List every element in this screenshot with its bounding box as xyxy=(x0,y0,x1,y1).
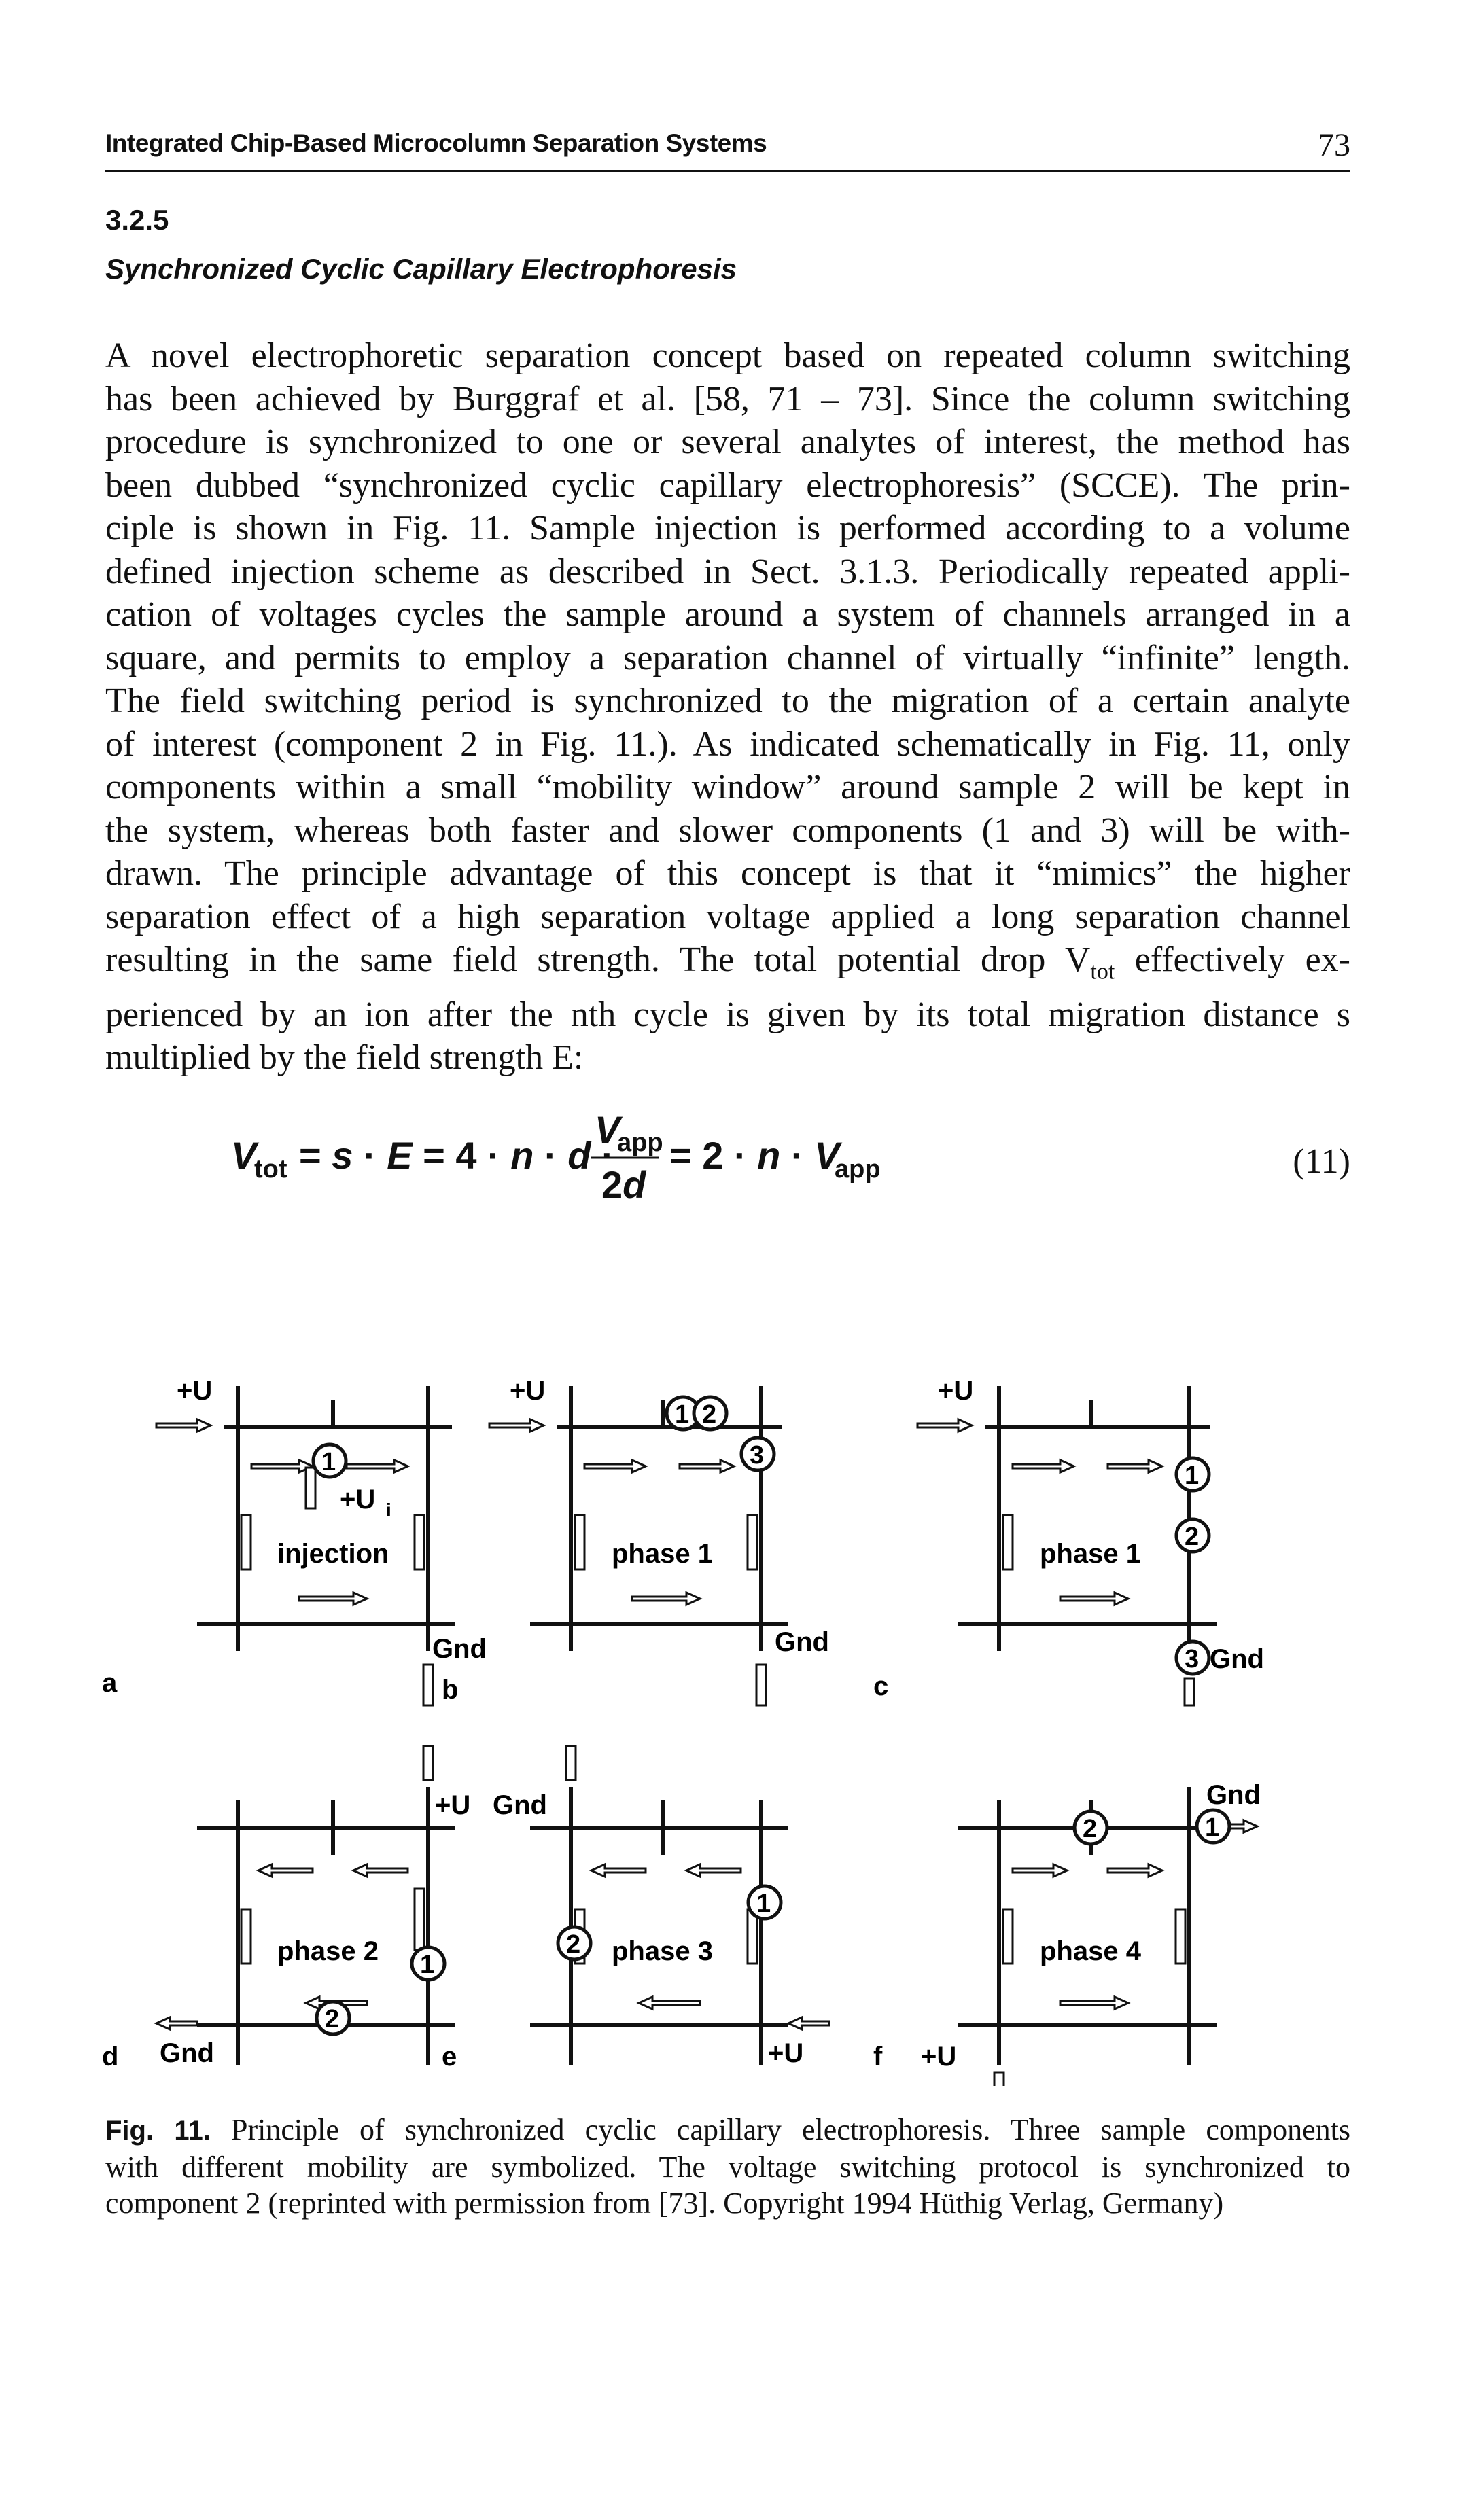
caption-label: Fig. 11. xyxy=(105,2116,211,2146)
svg-text:Gnd: Gnd xyxy=(432,1634,487,1664)
panel-e: Gnd 1 2 phase 3 +U e xyxy=(442,1745,830,2072)
figure-caption: Fig. 11. Principle of synchronized cycli… xyxy=(105,2112,1350,2221)
panel-a: +U 1 +U i injection Gnd a xyxy=(102,1376,487,1707)
svg-text:Gnd: Gnd xyxy=(1210,1644,1264,1674)
svg-text:Gnd: Gnd xyxy=(160,2038,214,2068)
svg-text:injection: injection xyxy=(277,1539,389,1569)
body-line: procedure is synchronized to one or seve… xyxy=(105,423,1350,461)
svg-text:c: c xyxy=(873,1671,888,1701)
svg-text:+U: +U xyxy=(177,1376,212,1406)
body-line: ciple is shown in Fig. 11. Sample inject… xyxy=(105,509,1350,548)
svg-text:e: e xyxy=(442,2042,457,2072)
section-number: 3.2.5 xyxy=(105,204,169,236)
svg-text:V: V xyxy=(595,1108,623,1151)
body-line: The field switching period is synchroniz… xyxy=(105,681,1350,720)
svg-text:+U: +U xyxy=(768,2038,803,2068)
svg-text:tot: tot xyxy=(254,1155,287,1184)
svg-text:2: 2 xyxy=(1185,1523,1199,1551)
svg-text:3: 3 xyxy=(1185,1645,1199,1673)
panel-b: +U 1 2 3 phase 1 Gnd b xyxy=(442,1376,829,1707)
running-title: Integrated Chip-Based Microcolumn Separa… xyxy=(105,129,767,157)
svg-text:i: i xyxy=(386,1499,391,1521)
body-line: separation effect of a high separation v… xyxy=(105,897,1350,936)
svg-text:app: app xyxy=(617,1129,663,1157)
svg-text:phase 3: phase 3 xyxy=(612,1936,713,1966)
svg-text:= s · E = 4 · n · d ·: = s · E = 4 · n · d · xyxy=(299,1134,614,1177)
body-line: components within a small “mobility wind… xyxy=(105,768,1350,806)
svg-text:1: 1 xyxy=(1205,1813,1219,1842)
body-line: the system, whereas both faster and slow… xyxy=(105,811,1350,850)
svg-text:phase 1: phase 1 xyxy=(1040,1539,1141,1569)
section-title: Synchronized Cyclic Capillary Electropho… xyxy=(105,253,737,285)
svg-text:a: a xyxy=(102,1668,118,1698)
caption-line: Fig. 11. Principle of synchronized cycli… xyxy=(105,2113,1350,2146)
equation-number: (11) xyxy=(1293,1142,1350,1181)
caption-line: component 2 (reprinted with permission f… xyxy=(105,2186,1224,2220)
svg-text:+U: +U xyxy=(510,1376,545,1406)
svg-text:1: 1 xyxy=(321,1448,336,1476)
body-line: been dubbed “synchronized cyclic capilla… xyxy=(105,465,1350,505)
svg-text:1: 1 xyxy=(420,1951,434,1979)
svg-text:V: V xyxy=(231,1134,260,1177)
body-line: defined injection scheme as described in… xyxy=(105,552,1350,591)
figure-11-schematic: +U 1 +U i injection Gnd a +U 1 2 3 xyxy=(102,1376,1264,2086)
svg-text:1: 1 xyxy=(756,1889,771,1918)
svg-text:Gnd: Gnd xyxy=(493,1790,547,1820)
svg-text:+U: +U xyxy=(435,1790,470,1820)
svg-text:+U: +U xyxy=(921,2042,956,2072)
body-paragraph: A novel electrophoretic separation conce… xyxy=(105,334,1350,1080)
body-line: drawn. The principle advantage of this c… xyxy=(105,854,1350,893)
svg-text:phase 4: phase 4 xyxy=(1040,1936,1142,1966)
svg-text:+U: +U xyxy=(938,1376,973,1406)
equation-11: V tot = s · E = 4 · n · d · V app 2d = 2… xyxy=(231,1108,881,1206)
svg-text:2: 2 xyxy=(566,1930,580,1959)
svg-text:+U: +U xyxy=(340,1485,375,1514)
panel-c: +U 1 2 3 phase 1 Gnd c xyxy=(873,1376,1264,1707)
running-header: Integrated Chip-Based Microcolumn Separa… xyxy=(105,127,1350,172)
body-line-vtot: resulting in the same field strength. Th… xyxy=(105,940,1350,984)
body-line: of interest (component 2 in Fig. 11.). A… xyxy=(105,724,1350,764)
svg-text:Gnd: Gnd xyxy=(775,1627,829,1657)
panel-d: +U 1 2 phase 2 Gnd d xyxy=(102,1745,470,2072)
body-line: multiplied by the field strength E: xyxy=(105,1038,584,1078)
svg-text:Gnd: Gnd xyxy=(1206,1780,1261,1810)
svg-text:f: f xyxy=(873,2042,883,2072)
svg-text:1: 1 xyxy=(675,1400,689,1429)
svg-text:b: b xyxy=(442,1675,458,1705)
svg-text:3: 3 xyxy=(750,1441,764,1470)
caption-line: with different mobility are symbolized. … xyxy=(105,2150,1350,2184)
panel-f: Gnd 2 1 phase 4 +U f xyxy=(873,1780,1261,2086)
svg-text:2: 2 xyxy=(702,1400,716,1429)
body-line: has been achieved by Burggraf et al. [58… xyxy=(105,379,1350,419)
svg-text:app: app xyxy=(835,1155,881,1184)
svg-text:= 2 · n · V: = 2 · n · V xyxy=(669,1134,843,1177)
svg-text:phase 2: phase 2 xyxy=(277,1936,379,1966)
page-number: 73 xyxy=(1318,127,1350,163)
svg-text:1: 1 xyxy=(1185,1461,1199,1490)
svg-text:2: 2 xyxy=(325,2005,339,2034)
svg-text:d: d xyxy=(102,2042,118,2072)
body-line: perienced by an ion after the nth cycle … xyxy=(105,995,1350,1034)
svg-text:2d: 2d xyxy=(601,1163,647,1206)
svg-text:phase 1: phase 1 xyxy=(612,1539,713,1569)
body-line: cation of voltages cycles the sample aro… xyxy=(105,595,1350,634)
svg-text:2: 2 xyxy=(1083,1815,1097,1843)
body-line: square, and permits to employ a separati… xyxy=(105,638,1350,677)
body-line: A novel electrophoretic separation conce… xyxy=(105,336,1350,375)
